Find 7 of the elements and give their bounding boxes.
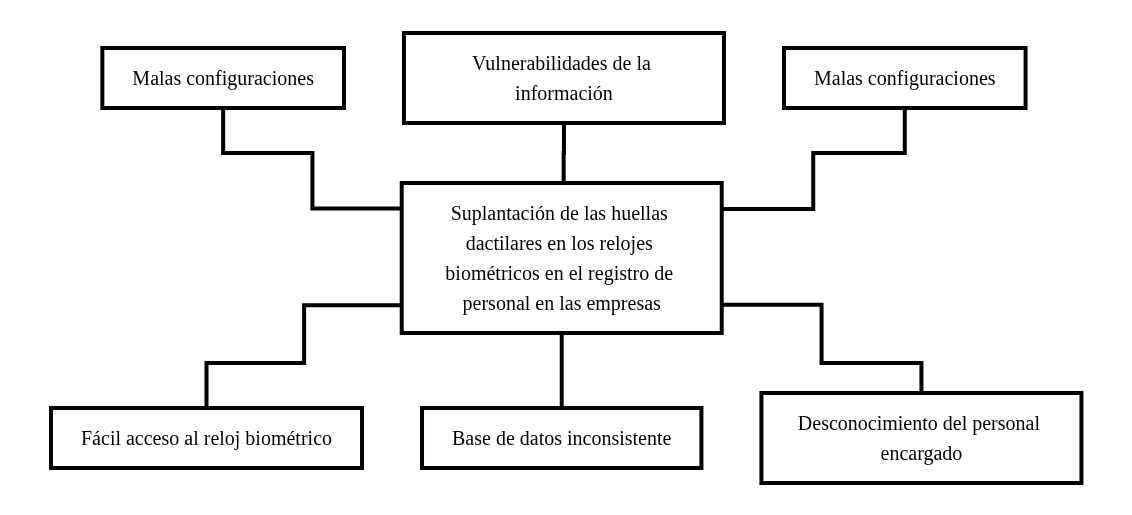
node-box: Suplantación de las huellas dactilares en los relojes biométricos en el registro de personal en las empresas bbox=[399, 180, 724, 335]
node-box: Fácil acceso al reloj biométrico bbox=[48, 405, 364, 470]
node-box: Malas configuraciones bbox=[100, 45, 346, 110]
node-box: Desconocimiento del personal encargado bbox=[759, 390, 1084, 485]
node-box: Vulnerabilidades de la información bbox=[401, 30, 726, 125]
node-box: Base de datos inconsistente bbox=[419, 405, 704, 470]
node-box: Malas configuraciones bbox=[781, 45, 1028, 110]
